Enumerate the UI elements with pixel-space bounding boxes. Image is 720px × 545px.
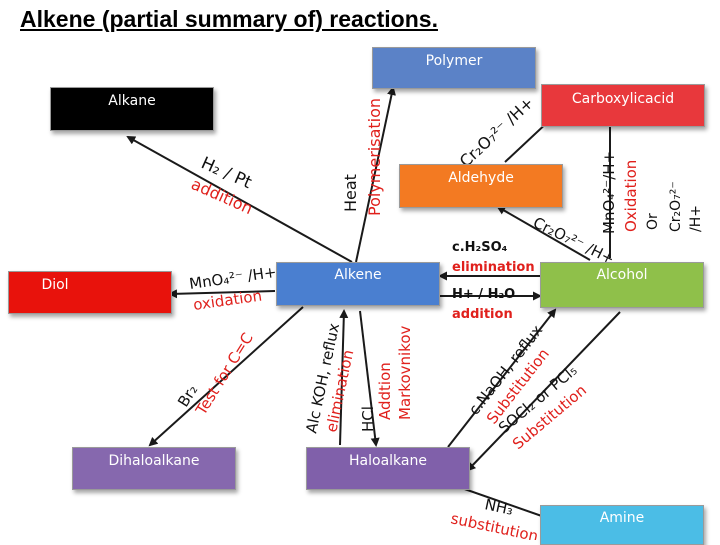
node-alkene: Alkene [276, 262, 440, 306]
arrow-alkene-polymer [355, 86, 396, 263]
node-alcohol-label: Alcohol [596, 267, 648, 283]
label-alc-acid-alt2: /H+ [688, 205, 704, 232]
label-alc-acid-type: Oxidation [622, 160, 640, 232]
arrow-haloalkane-alcohol [447, 308, 557, 448]
node-polymer-label: Polymer [425, 53, 483, 69]
label-add-type: addition [452, 307, 513, 322]
arrow-alkene-haloalkane [359, 310, 380, 447]
label-hcl-type1: Addtion [376, 362, 394, 420]
node-amine: Amine [540, 505, 704, 545]
label-polymer-reagent: Heat [341, 174, 360, 212]
node-haloalkane: Haloalkane [306, 447, 470, 490]
node-haloalkane-label: Haloalkane [349, 453, 427, 469]
arrow-haloalkane-alkene [339, 309, 349, 446]
label-elim-reagent: c.H₂SO₄ [452, 240, 508, 255]
page-title: Alkene (partial summary of) reactions. [20, 6, 438, 32]
node-aldehyde: Aldehyde [399, 164, 563, 208]
label-alc-acid-alt1: Cr₂O₇²⁻ [668, 181, 684, 232]
node-amine-label: Amine [599, 510, 645, 526]
arrow-alkene-diol [168, 289, 276, 299]
arrow-alcohol-haloalkane [466, 311, 621, 472]
label-polymer-type: Polymerisation [365, 98, 384, 216]
node-diol: Diol [8, 271, 172, 314]
node-diol-label: Diol [41, 277, 69, 293]
label-elim-type: elimination [452, 260, 535, 275]
label-nh3-reagent: NH₃ [483, 495, 515, 519]
node-polymer: Polymer [372, 47, 536, 89]
node-alkane-label: Alkane [108, 93, 156, 109]
node-carboxylic-acid-label: Carboxylicacid [571, 91, 675, 107]
node-alcohol: Alcohol [540, 262, 704, 308]
label-br2-type: Test for C=C [192, 330, 257, 419]
label-hcl-reagent: HCl [359, 406, 377, 432]
label-ald-acid-reagent: Cr₂O₇²⁻ /H+ [456, 93, 538, 171]
label-add-reagent: H+ / H₂O [452, 287, 515, 302]
node-dihaloalkane: Dihaloalkane [72, 447, 236, 490]
label-hcl-type2: Markovnikov [396, 325, 414, 420]
arrow-alkene-dihaloalkane [148, 306, 304, 447]
node-carboxylic-acid: Carboxylicacid [541, 84, 705, 127]
label-diol-reagent: MnO₄²⁻ /H+ [188, 263, 278, 293]
node-aldehyde-label: Aldehyde [448, 170, 514, 186]
arrow-alcohol-aldehyde [496, 206, 591, 261]
label-alc-acid-or: Or [645, 213, 661, 230]
node-alkene-label: Alkene [334, 267, 382, 283]
node-alkane: Alkane [50, 87, 214, 131]
node-dihaloalkane-label: Dihaloalkane [108, 453, 200, 469]
label-alc-acid-reagent: MnO₄²⁻/H+ [600, 151, 618, 234]
arrow-alkene-alkane [126, 136, 353, 263]
